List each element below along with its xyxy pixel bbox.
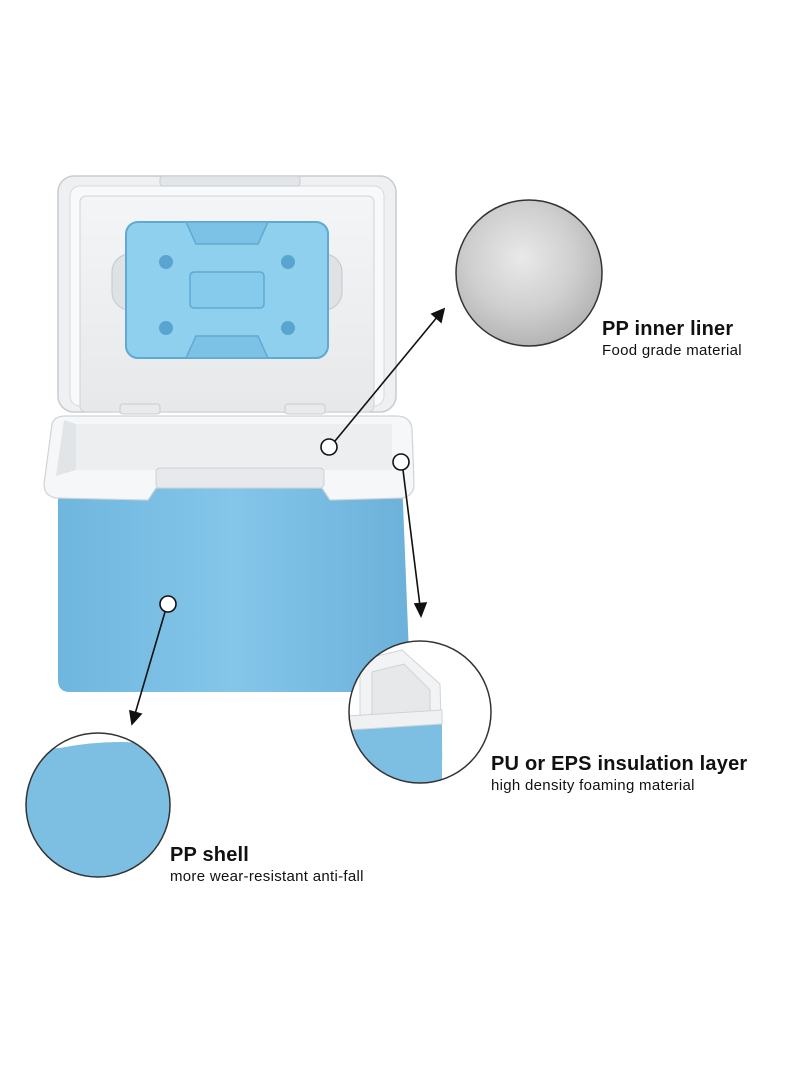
ice-pack	[111, 221, 343, 359]
insulation-label: PU or EPS insulation layer high density …	[491, 752, 747, 796]
shell-subtitle: more wear-resistant anti-fall	[170, 868, 364, 885]
inner-liner-label: PP inner liner Food grade material	[602, 317, 742, 361]
pointer-inner-liner	[320, 307, 446, 456]
shell-title: PP shell	[170, 844, 250, 866]
pointer-insulation	[392, 453, 428, 618]
inner-liner-title: PP inner liner	[602, 318, 734, 340]
insulation-title: PU or EPS insulation layer	[491, 753, 748, 775]
inner-liner-swatch	[455, 199, 603, 347]
pointer-shell	[129, 595, 177, 726]
cooler-body	[43, 415, 415, 692]
shell-swatch	[25, 732, 171, 878]
shell-label: PP shell more wear-resistant anti-fall	[170, 843, 364, 887]
inner-liner-subtitle: Food grade material	[602, 342, 742, 359]
insulation-subtitle: high density foaming material	[491, 777, 695, 794]
